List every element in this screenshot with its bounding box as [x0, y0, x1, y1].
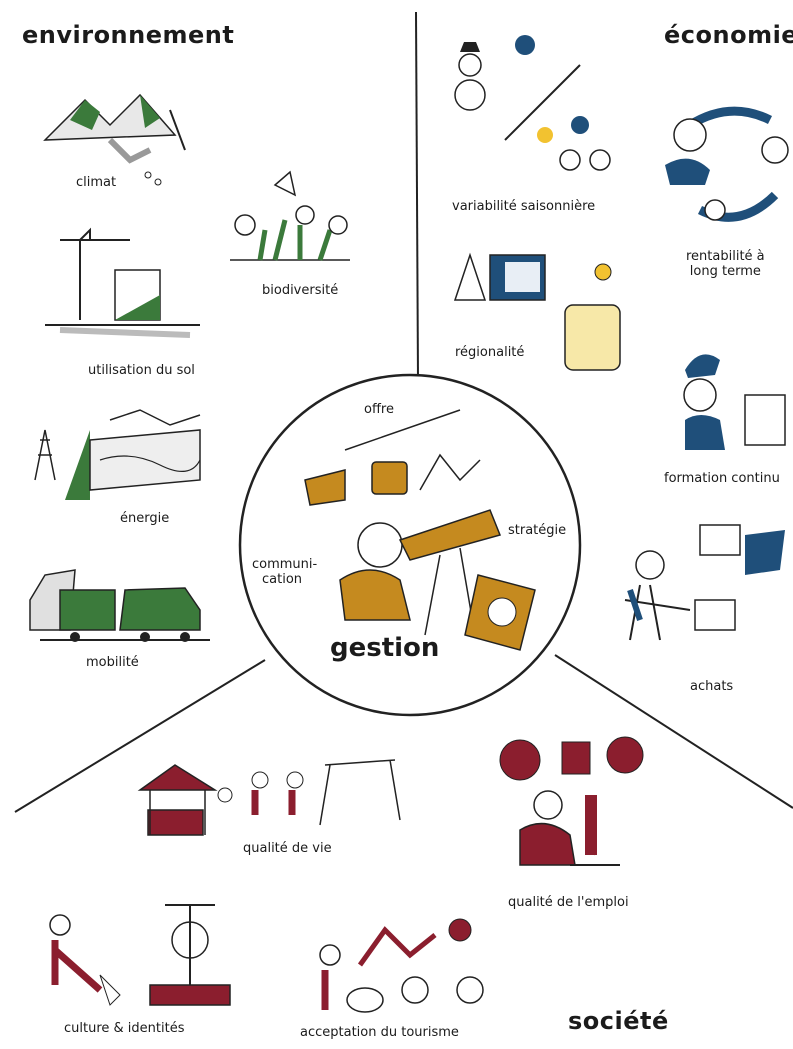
utilisation-sol-illustration: [45, 227, 200, 338]
label-utilisation-sol: utilisation du sol: [88, 363, 195, 378]
biodiversite-illustration: [230, 170, 350, 261]
energie-illustration: [34, 409, 201, 500]
divider-eco-soc: [554, 654, 793, 809]
label-communication: communi- cation: [252, 557, 318, 588]
label-energie: énergie: [120, 511, 170, 526]
label-biodiversite: biodiversité: [262, 283, 339, 298]
achats-illustration: [624, 524, 785, 641]
regionalite-illustration: [453, 252, 621, 371]
divider-env-soc: [14, 659, 266, 813]
label-achats: achats: [690, 679, 734, 694]
label-communication-line2: cation: [262, 571, 303, 587]
culture-illustration: [49, 904, 231, 1006]
gestion-illustration: [304, 409, 536, 651]
qualite-emploi-illustration: [499, 736, 644, 866]
mobilite-illustration: [29, 569, 210, 642]
label-regionalite: régionalité: [455, 345, 525, 360]
label-acceptation-tourisme: acceptation du tourisme: [300, 1025, 459, 1040]
qualite-vie-illustration: [137, 759, 401, 836]
divider-env-eco: [415, 11, 419, 381]
label-variabilite-saisonniere: variabilité saisonnière: [452, 199, 596, 214]
label-mobilite: mobilité: [86, 655, 139, 670]
label-culture-identites: culture & identités: [64, 1021, 185, 1036]
formation-illustration: [683, 354, 786, 450]
label-qualite-emploi: qualité de l'emploi: [508, 895, 629, 910]
label-qualite-vie: qualité de vie: [243, 841, 332, 856]
label-communication-line1: communi-: [252, 557, 318, 572]
section-title-economie: économie: [664, 21, 793, 49]
label-strategie: stratégie: [508, 523, 567, 538]
rentabilite-illustration: [665, 106, 789, 222]
section-title-societe: société: [568, 1007, 669, 1035]
label-gestion: gestion: [330, 633, 440, 663]
variabilite-saisonniere-illustration: [454, 35, 611, 171]
label-rentabilite-line1: rentabilité à: [686, 249, 765, 264]
label-offre: offre: [364, 402, 394, 417]
label-climat: climat: [76, 175, 117, 190]
section-title-environnement: environnement: [22, 21, 235, 49]
tourisme-illustration: [319, 918, 484, 1013]
label-rentabilite: rentabilité à long terme: [686, 249, 765, 280]
label-rentabilite-line2: long terme: [689, 263, 761, 279]
climat-illustration: [43, 93, 186, 186]
label-formation-continue: formation continu: [664, 471, 780, 486]
